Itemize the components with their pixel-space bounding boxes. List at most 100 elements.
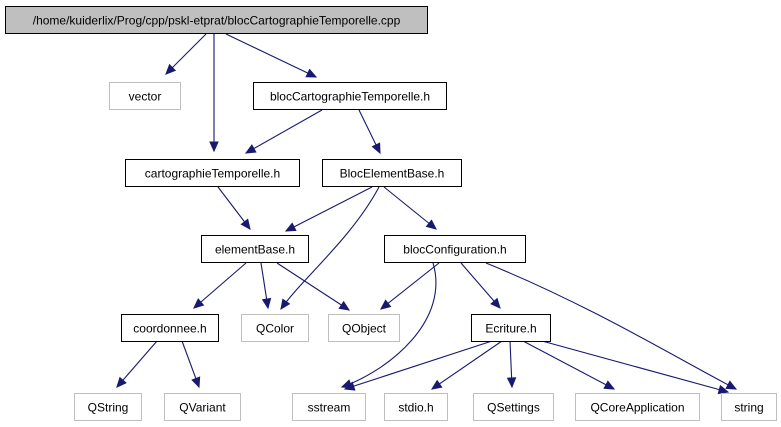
node-box xyxy=(473,393,554,421)
edge-arrowhead xyxy=(506,377,517,389)
edge-ecritureH-to-stdio xyxy=(430,340,503,390)
edge-ecritureH-to-sstream xyxy=(343,340,493,391)
edge-arrowhead xyxy=(209,141,219,153)
edge-arrowhead xyxy=(380,299,392,310)
node-box xyxy=(471,314,551,342)
edge-line xyxy=(341,262,437,388)
edge-arrowhead xyxy=(305,68,318,78)
node-label: /home/kuiderlix/Prog/cpp/pskl-etprat/blo… xyxy=(33,14,401,28)
edge-line xyxy=(541,340,729,393)
node-cartoH[interactable]: cartographieTemporelle.h xyxy=(125,159,300,187)
node-blocCartoH[interactable]: blocCartographieTemporelle.h xyxy=(253,82,447,110)
edge-blocConfH-to-string xyxy=(485,262,738,390)
node-label: QString xyxy=(88,401,129,415)
node-stdio: stdio.h xyxy=(384,393,448,421)
nodes-layer: /home/kuiderlix/Prog/cpp/pskl-etprat/blo… xyxy=(5,6,777,421)
node-box xyxy=(125,159,300,187)
edge-ecritureH-to-qcoreapp xyxy=(522,340,616,390)
edge-elemH-to-qobject xyxy=(276,262,351,311)
edge-arrowhead xyxy=(490,297,501,309)
edge-line xyxy=(460,262,501,309)
node-box xyxy=(201,235,309,263)
node-box xyxy=(74,393,142,421)
node-box xyxy=(575,393,700,421)
edge-line xyxy=(285,186,373,232)
node-label: blocConfiguration.h xyxy=(403,243,506,257)
edge-cartoH-to-elemH xyxy=(217,186,251,230)
edge-arrowhead xyxy=(717,384,730,395)
node-vector: vector xyxy=(109,82,181,110)
edge-arrowhead xyxy=(338,300,351,311)
node-label: sstream xyxy=(308,401,351,415)
edge-blocElemH-to-blocConfH xyxy=(383,186,437,230)
node-label: cartographieTemporelle.h xyxy=(145,167,280,181)
node-elemH[interactable]: elementBase.h xyxy=(201,235,309,263)
edge-root-to-cartoH xyxy=(209,34,219,153)
node-label: QObject xyxy=(342,322,387,336)
node-coordH[interactable]: coordonnee.h xyxy=(121,314,219,342)
node-qvariant: QVariant xyxy=(164,393,241,421)
edge-arrowhead xyxy=(343,381,356,391)
edge-arrowhead xyxy=(430,379,443,390)
edge-line xyxy=(522,340,615,390)
node-box xyxy=(322,159,462,187)
edge-arrowhead xyxy=(240,218,251,230)
edge-elemH-to-qcolor xyxy=(260,262,272,310)
edge-arrowhead xyxy=(280,298,291,311)
node-label: Ecriture.h xyxy=(485,322,536,336)
node-string: string xyxy=(721,393,777,421)
edge-blocElemH-to-qcolor xyxy=(280,186,380,311)
edge-line xyxy=(116,340,158,388)
node-label: string xyxy=(734,401,763,415)
node-label: vector xyxy=(129,90,162,104)
node-qcolor: QColor xyxy=(241,314,309,342)
node-label: BlocElementBase.h xyxy=(340,167,445,181)
edge-blocConfH-to-ecritureH xyxy=(460,262,501,309)
node-label: blocCartographieTemporelle.h xyxy=(270,90,430,104)
edge-arrowhead xyxy=(603,380,616,390)
edge-line xyxy=(280,186,380,310)
edge-coordH-to-qstring xyxy=(116,340,158,388)
node-box xyxy=(292,393,366,421)
edge-line xyxy=(225,33,317,78)
edge-line xyxy=(344,340,493,390)
edge-arrowhead xyxy=(244,144,257,154)
node-qstring: QString xyxy=(74,393,142,421)
edge-arrowhead xyxy=(725,380,738,390)
node-blocConfH[interactable]: blocConfiguration.h xyxy=(384,235,526,263)
edge-line xyxy=(380,262,440,310)
node-box xyxy=(121,314,219,342)
edge-coordH-to-qvariant xyxy=(181,340,201,389)
node-label: stdio.h xyxy=(398,401,433,415)
edge-ecritureH-to-string xyxy=(541,340,730,395)
node-box xyxy=(164,393,241,421)
node-box xyxy=(5,6,428,34)
edge-arrowhead xyxy=(261,297,272,310)
edge-elemH-to-coordH xyxy=(193,262,247,309)
edge-blocConfH-to-qobject xyxy=(380,262,440,310)
edge-blocCartoH-to-cartoH xyxy=(244,109,323,154)
node-qobject: QObject xyxy=(328,314,400,342)
edge-line xyxy=(245,109,323,154)
edge-line xyxy=(485,262,737,390)
node-label: QColor xyxy=(256,322,294,336)
node-blocElemH[interactable]: BlocElementBase.h xyxy=(322,159,462,187)
edge-line xyxy=(193,262,247,309)
node-label: QSettings xyxy=(487,401,540,415)
edge-arrowhead xyxy=(425,219,437,230)
node-box xyxy=(384,235,526,263)
edge-arrowhead xyxy=(165,63,177,75)
node-ecritureH[interactable]: Ecriture.h xyxy=(471,314,551,342)
edge-root-to-vector xyxy=(165,33,207,75)
edge-line xyxy=(276,262,350,311)
node-box xyxy=(109,82,181,110)
edge-line xyxy=(431,340,503,390)
edge-arrowhead xyxy=(191,376,201,389)
edge-root-to-blocCartoH xyxy=(225,33,318,78)
edge-blocCartoH-to-blocElemH xyxy=(358,109,381,155)
edge-arrowhead xyxy=(284,222,297,232)
node-label: QVariant xyxy=(179,401,226,415)
edge-line xyxy=(383,186,437,230)
node-box xyxy=(241,314,309,342)
edge-arrowhead xyxy=(193,298,205,309)
